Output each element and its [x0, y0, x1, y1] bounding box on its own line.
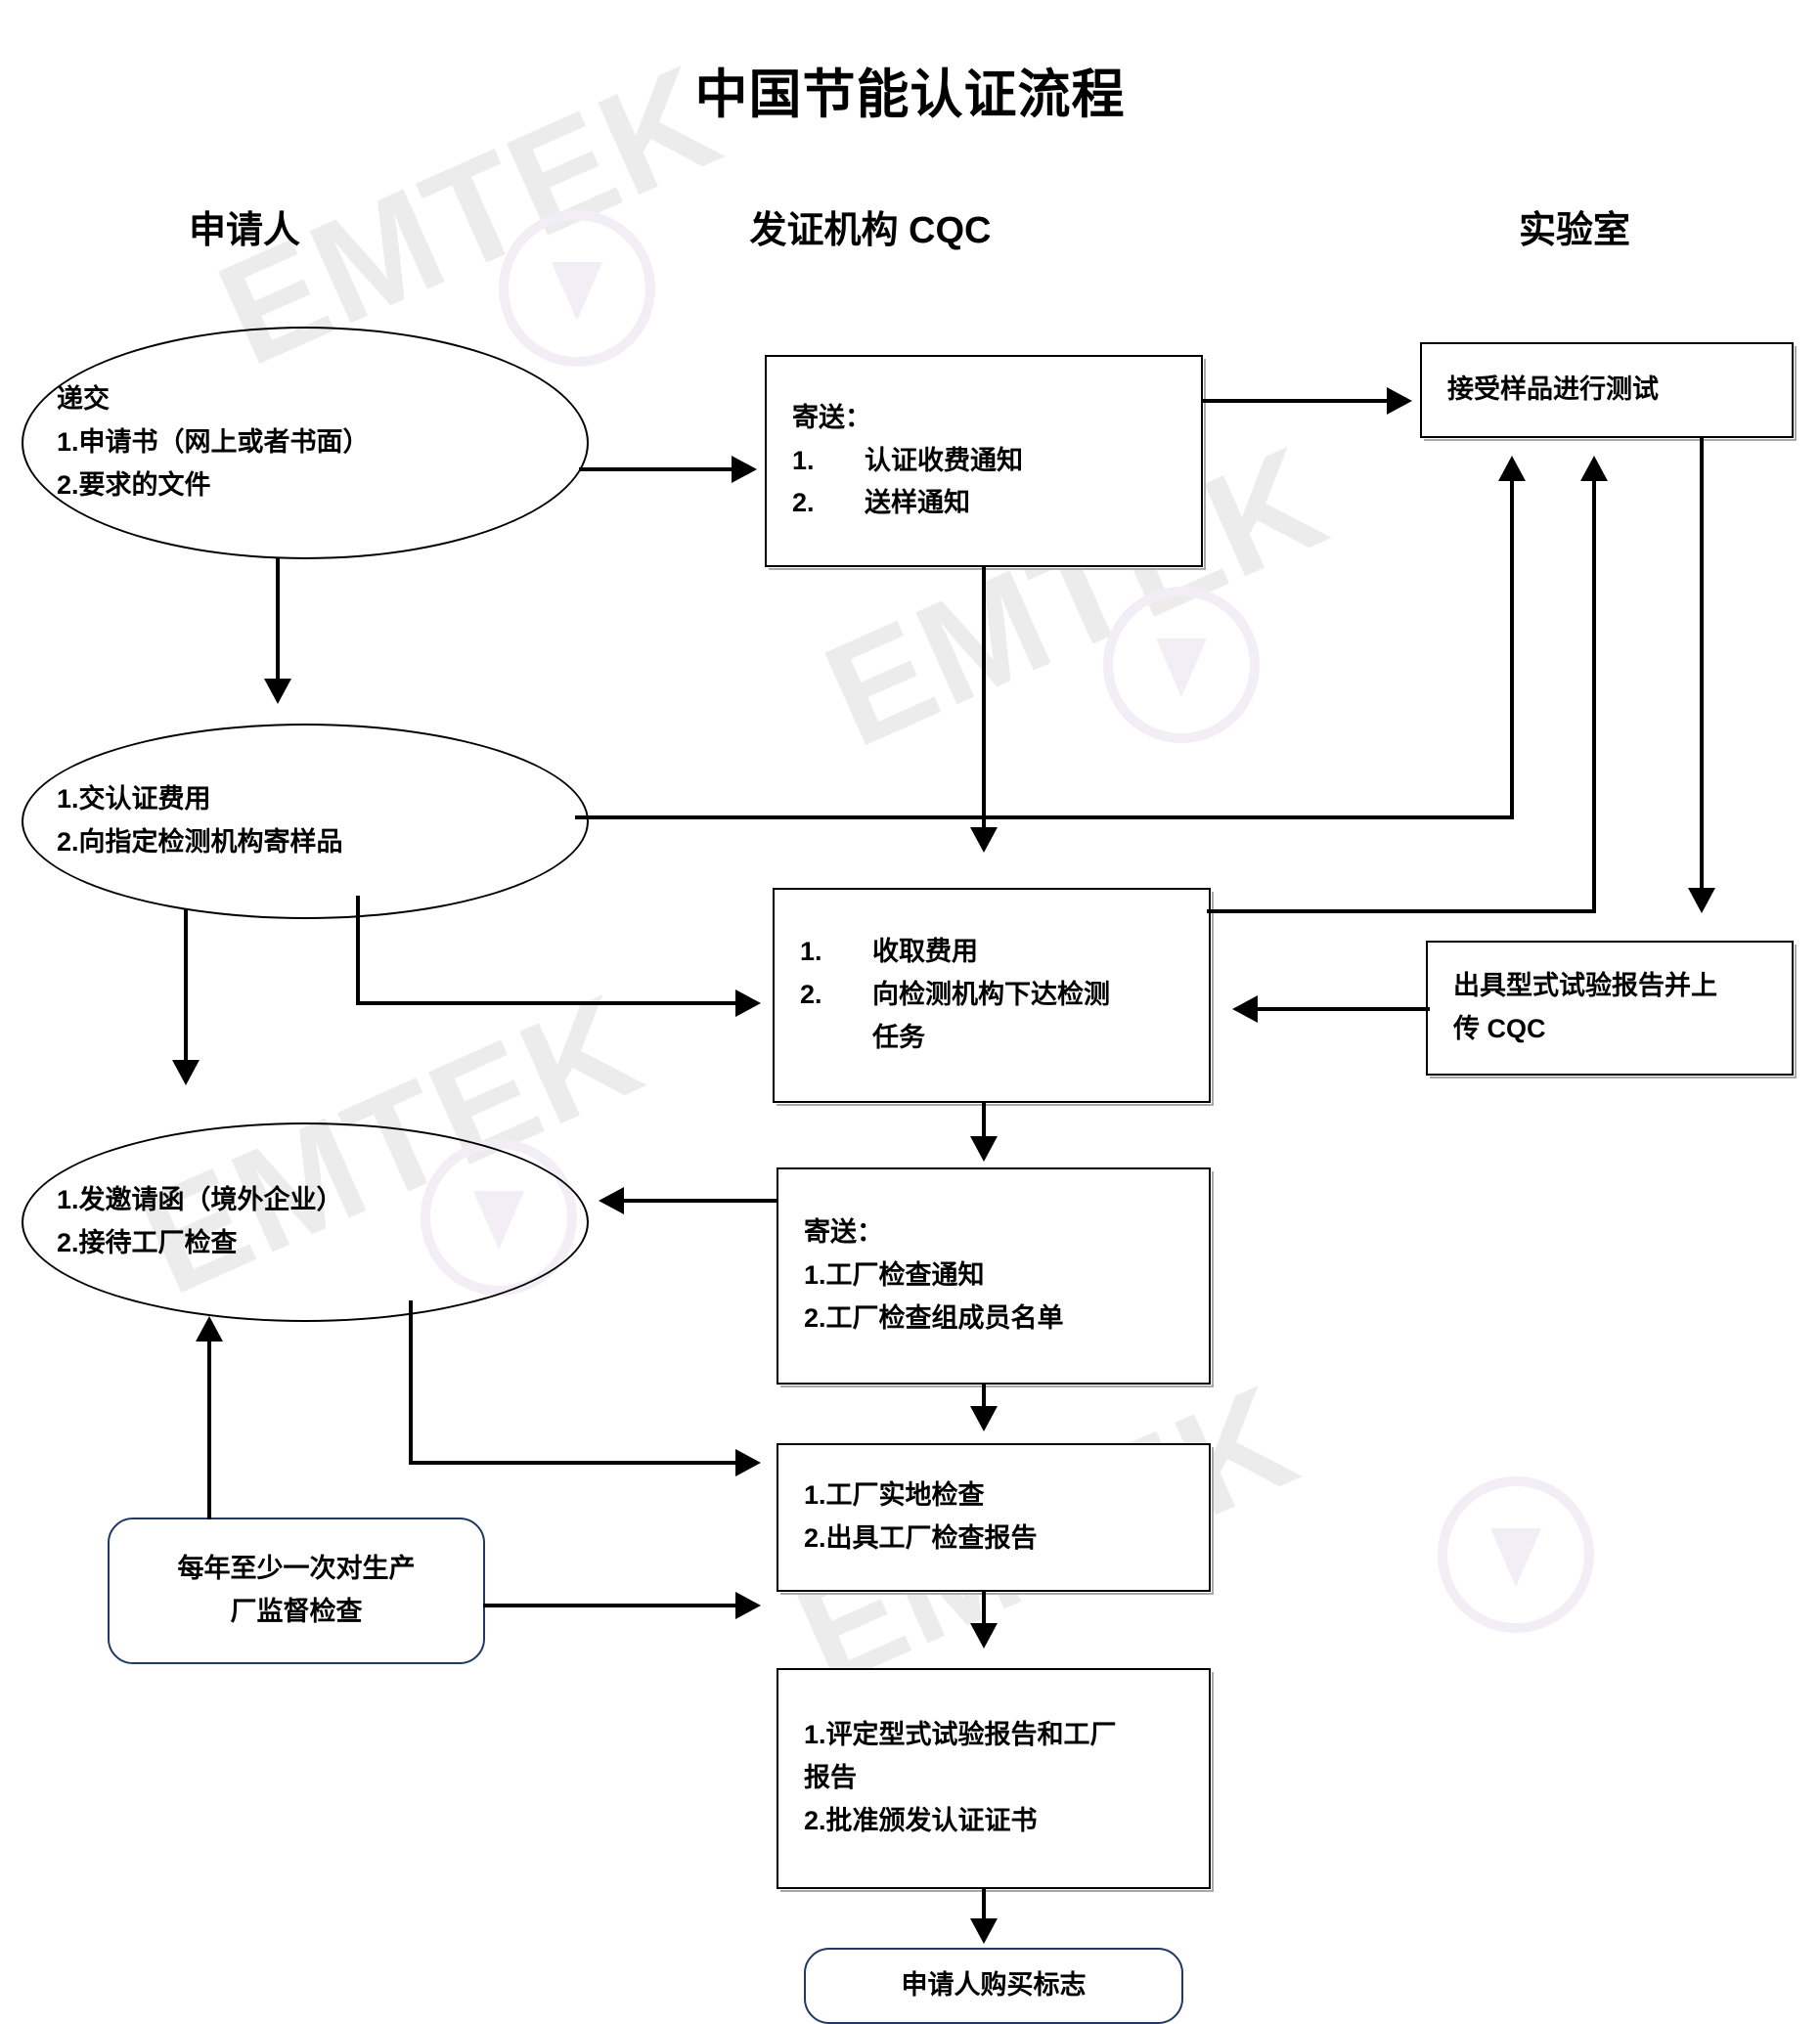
node-receive-samples-line-1: 接受样品进行测试: [1447, 374, 1659, 405]
arrowhead-right: [735, 990, 761, 1017]
watermark-triangle-icon: [552, 262, 602, 321]
item-text: 认证收费通知: [865, 445, 1023, 475]
node-annual-supervision[interactable]: 每年至少一次对生产 厂监督检查: [108, 1518, 485, 1664]
watermark-triangle-icon: [1156, 638, 1207, 697]
edge-submit-to-send-notices: [579, 467, 735, 471]
node-send-inspection-notices-heading: 寄送：: [804, 1217, 883, 1248]
item-text: 送样通知: [865, 488, 970, 518]
item-text: 收取费用: [872, 937, 978, 967]
watermark-ring-icon: [1103, 587, 1260, 743]
node-issue-report[interactable]: 出具型式试验报告并上 传 CQC: [1426, 941, 1797, 1078]
item-text: 向检测机构下达检测: [872, 980, 1110, 1010]
node-collect-fee-item-3: 任务: [775, 1017, 1209, 1060]
arrowhead-left: [599, 1187, 624, 1214]
edge-receive-samples-to-issue-report: [1700, 438, 1704, 892]
edge-factory-to-evaluate: [982, 1590, 986, 1629]
arrowhead-up: [1580, 456, 1608, 481]
arrowhead-down: [970, 1406, 998, 1431]
node-annual-supervision-line-2: 厂监督检查: [230, 1597, 363, 1626]
node-invite-and-host[interactable]: 1.发邀请函（境外企业） 2.接待工厂检查: [22, 1122, 589, 1322]
node-submit[interactable]: 递交 1.申请书（网上或者书面） 2.要求的文件: [22, 327, 589, 559]
node-evaluate-and-approve-line-2: 报告: [804, 1763, 857, 1793]
edge-invite-to-factory-h: [409, 1461, 739, 1465]
edge-pay-to-receive-samples-v: [1510, 481, 1514, 819]
item-text: 任务: [872, 1022, 925, 1052]
arrowhead-left: [1232, 995, 1258, 1023]
item-number: 2.: [800, 980, 822, 1010]
node-issue-report-line-2: 传 CQC: [1453, 1014, 1546, 1043]
arrowhead-down: [970, 1918, 998, 1944]
node-submit-line-2: 1.申请书（网上或者书面）: [57, 427, 370, 458]
node-send-inspection-notices-line-1: 1.工厂检查通知: [804, 1260, 985, 1291]
arrowhead-down: [970, 1623, 998, 1649]
arrowhead-down: [172, 1060, 200, 1085]
edge-pay-to-collect-fee-h: [356, 1001, 739, 1005]
node-submit-line-3: 2.要求的文件: [57, 469, 211, 500]
node-pay-and-send-line-1: 1.交认证费用: [57, 784, 211, 814]
edge-annual-to-factory: [483, 1604, 739, 1607]
edge-annual-to-invite: [207, 1342, 211, 1519]
node-send-notices-item-1: 1. 认证收费通知: [767, 440, 1201, 483]
node-pay-and-send-line-2: 2.向指定检测机构寄样品: [57, 827, 343, 857]
watermark-ring-icon: [499, 210, 655, 367]
node-annual-supervision-line-1: 每年至少一次对生产: [177, 1554, 416, 1584]
node-send-notices[interactable]: 寄送： 1. 认证收费通知 2. 送样通知: [765, 355, 1206, 570]
page-title: 中国节能认证流程: [694, 66, 1126, 124]
node-factory-inspection-line-2: 2.出具工厂检查报告: [804, 1523, 1038, 1553]
edge-invite-to-factory-v: [409, 1300, 413, 1465]
arrowhead-right: [732, 456, 757, 483]
column-header-applicant: 申请人: [188, 210, 300, 251]
node-invite-and-host-line-2: 2.接待工厂检查: [57, 1228, 238, 1257]
arrowhead-down: [970, 1136, 998, 1162]
edge-collect-fee-to-send-inspection: [982, 1101, 986, 1142]
node-send-inspection-notices[interactable]: 寄送： 1.工厂检查通知 2.工厂检查组成员名单: [777, 1167, 1214, 1387]
edge-collect-fee-to-receive-samples-v: [1592, 481, 1596, 911]
item-number: 1.: [792, 445, 815, 475]
node-send-notices-heading: 寄送：: [792, 402, 871, 432]
edge-send-inspection-to-invite: [624, 1199, 777, 1203]
arrowhead-up: [196, 1316, 223, 1342]
watermark-triangle-icon: [1490, 1528, 1541, 1587]
node-send-notices-item-2: 2. 送样通知: [767, 482, 1201, 525]
arrowhead-right: [1387, 387, 1412, 415]
node-factory-inspection[interactable]: 1.工厂实地检查 2.出具工厂检查报告: [777, 1443, 1214, 1595]
node-submit-line-1: 递交: [57, 384, 110, 415]
node-buy-mark-line-1: 申请人购买标志: [901, 1970, 1087, 2001]
column-header-lab: 实验室: [1518, 210, 1630, 251]
node-evaluate-and-approve[interactable]: 1.评定型式试验报告和工厂 报告 2.批准颁发认证证书: [777, 1668, 1214, 1892]
node-issue-report-line-1: 出具型式试验报告并上: [1453, 971, 1717, 1001]
edge-collect-fee-to-receive-samples-h: [1207, 909, 1596, 913]
edge-issue-report-to-collect-fee: [1258, 1007, 1430, 1011]
edge-send-inspection-to-factory: [982, 1383, 986, 1410]
node-evaluate-and-approve-line-1: 1.评定型式试验报告和工厂: [804, 1720, 1117, 1750]
node-pay-and-send[interactable]: 1.交认证费用 2.向指定检测机构寄样品: [22, 724, 589, 919]
item-number: [800, 1017, 872, 1060]
node-invite-and-host-line-1: 1.发邀请函（境外企业）: [57, 1185, 343, 1215]
edge-evaluate-to-buy-mark: [982, 1887, 986, 1924]
node-buy-mark[interactable]: 申请人购买标志: [804, 1948, 1183, 2024]
arrowhead-right: [735, 1449, 761, 1476]
item-number: 1.: [800, 937, 822, 967]
arrowhead-down: [264, 679, 291, 704]
node-evaluate-and-approve-line-3: 2.批准颁发认证证书: [804, 1805, 1038, 1835]
node-collect-fee-item-1: 1. 收取费用: [775, 931, 1209, 974]
arrowhead-right: [735, 1592, 761, 1619]
item-number: 2.: [792, 488, 815, 518]
arrowhead-down: [1688, 888, 1715, 913]
edge-send-notices-to-collect-fee: [982, 565, 986, 831]
node-receive-samples[interactable]: 接受样品进行测试: [1420, 342, 1797, 441]
arrowhead-up: [1498, 456, 1526, 481]
edge-submit-to-pay: [276, 557, 280, 684]
edge-pay-to-receive-samples-h: [575, 815, 1514, 819]
edge-pay-to-collect-fee-v: [356, 896, 360, 1005]
node-factory-inspection-line-1: 1.工厂实地检查: [804, 1480, 985, 1511]
edge-pay-to-invite: [184, 909, 188, 1066]
arrowhead-down: [970, 827, 998, 853]
column-header-cqc: 发证机构 CQC: [749, 210, 992, 251]
node-collect-fee-item-2: 2. 向检测机构下达检测: [775, 974, 1209, 1017]
edge-send-notices-to-receive-samples: [1203, 399, 1391, 403]
node-send-inspection-notices-line-2: 2.工厂检查组成员名单: [804, 1302, 1064, 1333]
node-collect-fee[interactable]: 1. 收取费用 2. 向检测机构下达检测 任务: [773, 888, 1214, 1106]
watermark-ring-icon: [1438, 1476, 1594, 1633]
